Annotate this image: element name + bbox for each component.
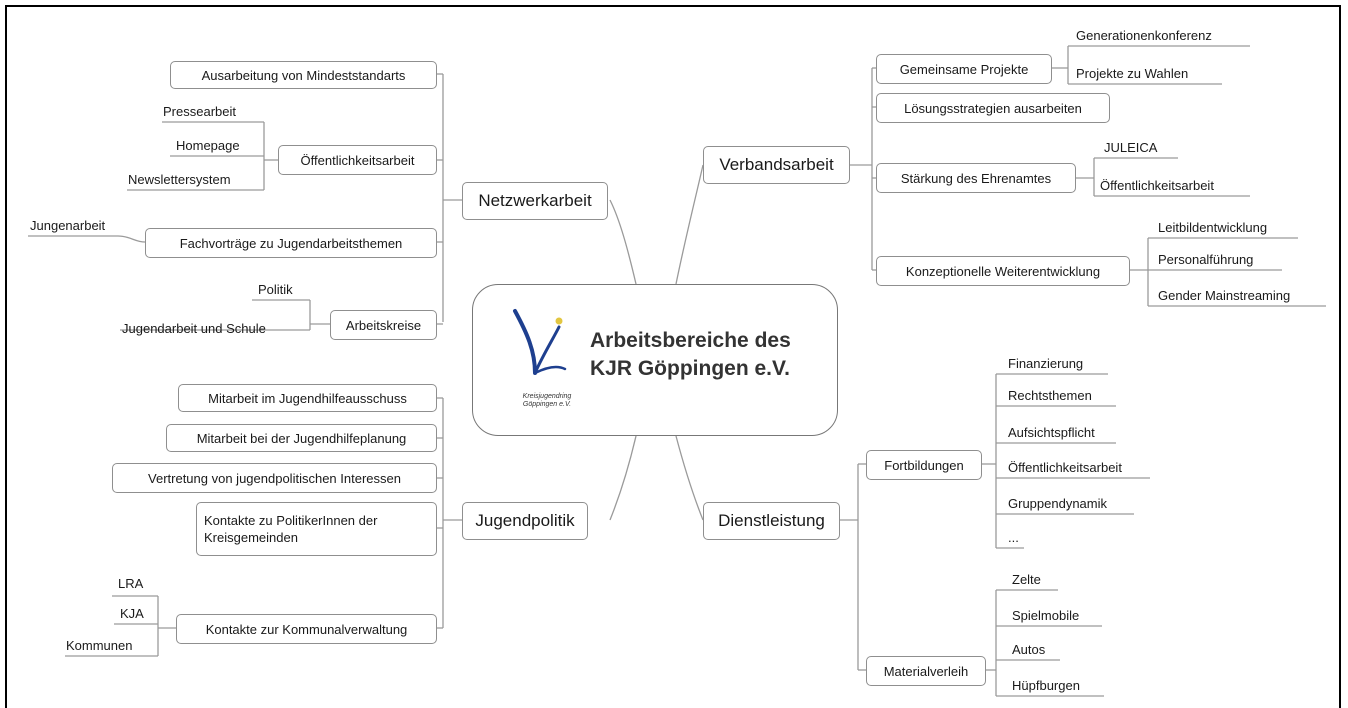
node-fachvortraege[interactable]: Fachvorträge zu Jugendarbeitsthemen — [145, 228, 437, 258]
node-konzeptionelle-weiterentwicklung[interactable]: Konzeptionelle Weiterentwicklung — [876, 256, 1130, 286]
branch-netzwerkarbeit[interactable]: Netzwerkarbeit — [462, 182, 608, 220]
leaf-huepfburgen[interactable]: Hüpfburgen — [1012, 678, 1080, 693]
leaf-jungenarbeit[interactable]: Jungenarbeit — [30, 218, 106, 233]
node-materialverleih[interactable]: Materialverleih — [866, 656, 986, 686]
leaf-juleica[interactable]: JULEICA — [1104, 140, 1158, 155]
logo-text-line2: Göppingen e.V. — [522, 401, 572, 408]
leaf-finanzierung[interactable]: Finanzierung — [1008, 356, 1084, 371]
logo-text: Kreisjugendring Göppingen e.V. — [507, 393, 587, 409]
leaf-zelte[interactable]: Zelte — [1012, 572, 1041, 587]
node-staerkung-ehrenamt[interactable]: Stärkung des Ehrenamtes — [876, 163, 1076, 193]
node-kontakte-politiker[interactable]: Kontakte zu PolitikerInnen der Kreisgeme… — [196, 502, 437, 556]
leaf-pressearbeit[interactable]: Pressearbeit — [163, 104, 236, 119]
leaf-kja[interactable]: KJA — [120, 606, 144, 621]
branch-dienstleistung[interactable]: Dienstleistung — [703, 502, 840, 540]
leaf-oeffentlichkeitsarbeit-verband[interactable]: Öffentlichkeitsarbeit — [1100, 178, 1214, 193]
node-gemeinsame-projekte[interactable]: Gemeinsame Projekte — [876, 54, 1052, 84]
leaf-kommunen[interactable]: Kommunen — [66, 638, 133, 653]
leaf-politik[interactable]: Politik — [258, 282, 293, 297]
leaf-jugendarbeit-schule[interactable]: Jugendarbeit und Schule — [122, 321, 266, 336]
node-kontakte-politiker-line2: Kreisgemeinden — [204, 530, 298, 545]
leaf-aufsichtspflicht[interactable]: Aufsichtspflicht — [1008, 425, 1095, 440]
leaf-homepage[interactable]: Homepage — [176, 138, 240, 153]
branch-verbandsarbeit[interactable]: Verbandsarbeit — [703, 146, 850, 184]
leaf-spielmobile[interactable]: Spielmobile — [1012, 608, 1080, 623]
leaf-personalfuehrung[interactable]: Personalführung — [1158, 252, 1254, 267]
leaf-gruppendynamik[interactable]: Gruppendynamik — [1008, 496, 1107, 511]
kjr-logo-figure-icon — [513, 309, 567, 375]
leaf-newslettersystem[interactable]: Newslettersystem — [128, 172, 231, 187]
leaf-generationenkonferenz[interactable]: Generationenkonferenz — [1076, 28, 1212, 43]
node-loesungsstrategien[interactable]: Lösungsstrategien ausarbeiten — [876, 93, 1110, 123]
central-title-line2: KJR Göppingen e.V. — [590, 357, 790, 380]
node-mindeststandards[interactable]: Ausarbeitung von Mindeststandarts — [170, 61, 437, 89]
node-fortbildungen[interactable]: Fortbildungen — [866, 450, 982, 480]
kjr-logo: Kreisjugendring Göppingen e.V. — [501, 303, 591, 415]
leaf-lra[interactable]: LRA — [118, 576, 144, 591]
diagram-frame — [5, 5, 1341, 708]
leaf-projekte-wahlen[interactable]: Projekte zu Wahlen — [1076, 66, 1189, 81]
node-kontakte-politiker-line1: Kontakte zu PolitikerInnen der — [204, 513, 378, 528]
node-kontakte-kommunal[interactable]: Kontakte zur Kommunalverwaltung — [176, 614, 437, 644]
leaf-oeffentlichkeitsarbeit-dienst[interactable]: Öffentlichkeitsarbeit — [1008, 460, 1122, 475]
branch-jugendpolitik[interactable]: Jugendpolitik — [462, 502, 588, 540]
node-jugendhilfeausschuss[interactable]: Mitarbeit im Jugendhilfeausschuss — [178, 384, 437, 412]
leaf-ellipsis[interactable]: ... — [1008, 530, 1019, 545]
logo-text-line1: Kreisjugendring — [522, 393, 572, 400]
central-title-line1: Arbeitsbereiche des — [590, 329, 791, 352]
node-oeffentlichkeitsarbeit[interactable]: Öffentlichkeitsarbeit — [278, 145, 437, 175]
node-vertretung-interessen[interactable]: Vertretung von jugendpolitischen Interes… — [112, 463, 437, 493]
central-topic: Kreisjugendring Göppingen e.V. Arbeitsbe… — [472, 284, 838, 436]
leaf-autos[interactable]: Autos — [1012, 642, 1046, 657]
central-title: Arbeitsbereiche des KJR Göppingen e.V. — [590, 327, 791, 383]
leaf-leitbildentwicklung[interactable]: Leitbildentwicklung — [1158, 220, 1268, 235]
leaf-gender-mainstreaming[interactable]: Gender Mainstreaming — [1158, 288, 1291, 303]
node-jugendhilfeplanung[interactable]: Mitarbeit bei der Jugendhilfeplanung — [166, 424, 437, 452]
node-arbeitskreise[interactable]: Arbeitskreise — [330, 310, 437, 340]
leaf-rechtsthemen[interactable]: Rechtsthemen — [1008, 388, 1092, 403]
